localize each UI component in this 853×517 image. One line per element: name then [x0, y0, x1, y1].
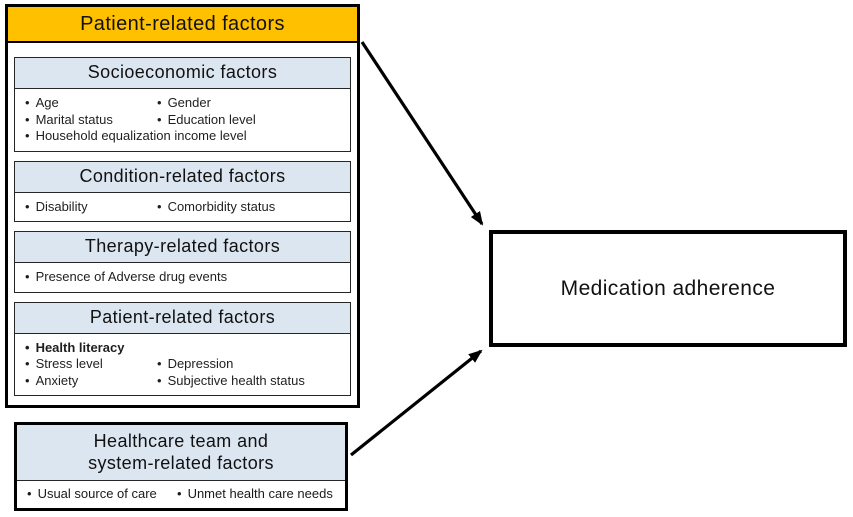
healthcare-team-system-box: Healthcare team and system-related facto…	[14, 422, 348, 511]
section-body: Disability Comorbidity status	[15, 193, 350, 222]
bullet-item: Anxiety	[25, 373, 157, 390]
section-condition-related-factors: Condition-related factors Disability Com…	[14, 160, 351, 222]
section-patient-related-factors: Patient-related factors Health literacy …	[14, 301, 351, 396]
bullet-item: Presence of Adverse drug events	[25, 269, 228, 286]
section-body: Presence of Adverse drug events	[15, 263, 350, 292]
bullet-item: Age	[25, 95, 157, 112]
bullet-item: Subjective health status	[157, 373, 346, 390]
bullet-item: Depression	[157, 356, 346, 373]
arrow-healthcare-to-outcome	[350, 349, 483, 457]
section-title: Socioeconomic factors	[15, 58, 350, 89]
bullet-item: Education level	[157, 112, 346, 129]
bullet-item: Disability	[25, 199, 157, 216]
bullet-item: Stress level	[25, 356, 157, 373]
medication-adherence-box: Medication adherence	[489, 230, 847, 347]
patient-related-factors-group: Patient-related factors Socioeconomic fa…	[5, 4, 360, 408]
healthcare-box-title: Healthcare team and system-related facto…	[17, 425, 345, 481]
outcome-label: Medication adherence	[560, 276, 776, 300]
section-title: Patient-related factors	[15, 302, 350, 334]
section-therapy-related-factors: Therapy-related factors Presence of Adve…	[14, 231, 351, 293]
healthcare-title-line2: system-related factors	[88, 453, 274, 473]
arrow-patient-factors-to-outcome	[360, 41, 484, 226]
bullet-item-bold: Health literacy	[25, 340, 125, 357]
bullet-item: Gender	[157, 95, 346, 112]
section-title: Condition-related factors	[15, 161, 350, 193]
healthcare-title-line1: Healthcare team and	[93, 431, 269, 451]
bullet-item: Unmet health care needs	[177, 486, 341, 503]
section-title: Therapy-related factors	[15, 232, 350, 263]
group-title: Patient-related factors	[8, 7, 357, 43]
section-body: Health literacy Stress level Depression …	[15, 334, 350, 396]
healthcare-box-body: Usual source of care Unmet health care n…	[17, 481, 345, 508]
bullet-item: Marital status	[25, 112, 157, 129]
bullet-item: Household equalization income level	[25, 128, 247, 145]
section-socioeconomic-factors: Socioeconomic factors Age Gender Marital…	[14, 57, 351, 152]
bullet-item: Usual source of care	[27, 486, 177, 503]
section-body: Age Gender Marital status Education leve…	[15, 89, 350, 151]
bullet-item: Comorbidity status	[157, 199, 346, 216]
